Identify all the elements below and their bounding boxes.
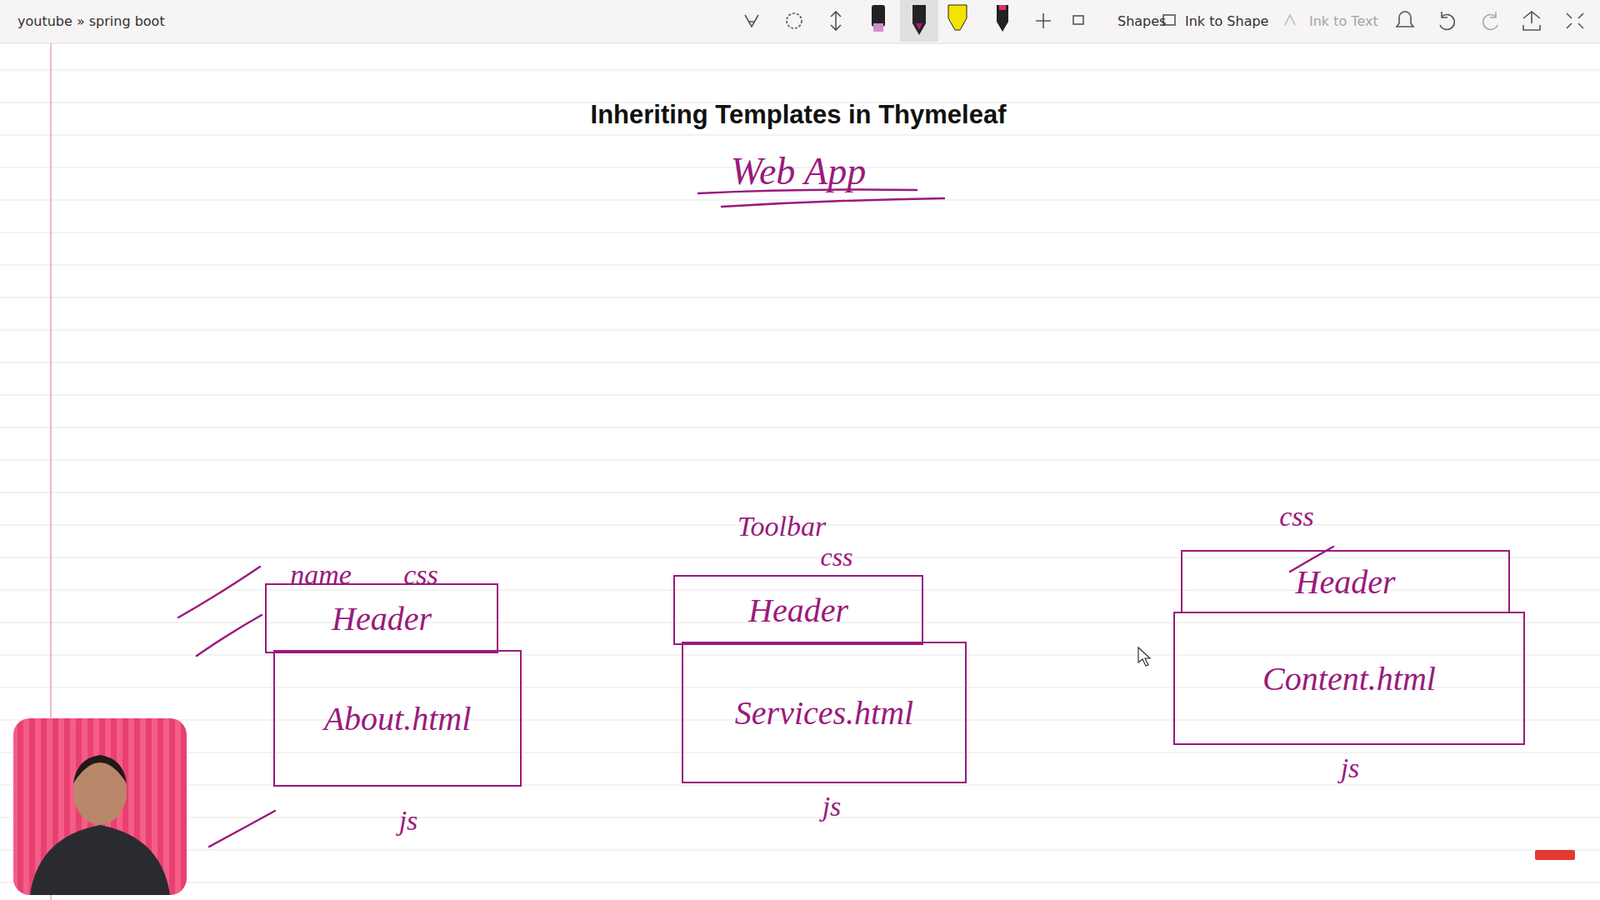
- handwritten-note: js: [399, 805, 419, 837]
- space-icon: [830, 11, 841, 30]
- ruled-lines: [0, 70, 1600, 883]
- handwritten-note: name: [290, 559, 352, 591]
- rule-line: [0, 200, 1600, 201]
- rule-line: [0, 460, 1600, 461]
- node-label: Header: [331, 599, 432, 639]
- spacer: [1036, 15, 1044, 29]
- header-box: Header: [673, 575, 924, 645]
- toolbar-button: Ink to Text: [1309, 13, 1379, 30]
- toolbar-button: Ink to Shape: [1185, 13, 1269, 30]
- header-box: Header: [1180, 550, 1510, 614]
- underline: [721, 198, 945, 207]
- pen-magenta: [912, 5, 926, 35]
- redo-icon: [1483, 11, 1498, 30]
- rule-line: [0, 135, 1600, 136]
- collapse-icon: [1566, 13, 1584, 29]
- rule-line: [0, 427, 1600, 429]
- presenter-hair: [73, 755, 127, 784]
- rule-line: [0, 362, 1600, 364]
- page-box: Content.html: [1173, 611, 1525, 745]
- webcam-background: [13, 718, 187, 895]
- breadcrumb: youtube » spring boot: [17, 13, 165, 30]
- toolbar-button: Shapes: [1117, 13, 1166, 30]
- check-mark: [196, 615, 262, 656]
- check-mark: [178, 566, 260, 618]
- toolbar: [0, 0, 1600, 44]
- handwritten-note: css: [403, 559, 439, 591]
- rule-line: [0, 752, 1600, 754]
- pen-cap: [999, 5, 1006, 10]
- select-icon: [786, 13, 802, 29]
- toolbar-icons: [745, 11, 1584, 30]
- handwritten-note: Toolbar: [737, 510, 826, 543]
- lasso-icon: [745, 15, 759, 27]
- share-icon: [1523, 11, 1540, 30]
- toolbar-border: [0, 43, 1600, 45]
- rule-line: [0, 330, 1600, 331]
- presenter-body: [30, 825, 170, 895]
- rule-line: [0, 882, 1600, 884]
- page-box: Services.html: [681, 641, 967, 784]
- bell-icon: [1396, 11, 1414, 27]
- page-box: About.html: [273, 650, 522, 787]
- pens: [871, 5, 1009, 35]
- rule-line: [0, 265, 1600, 266]
- handwritten-note: js: [1340, 752, 1360, 785]
- node-label: Content.html: [1262, 659, 1436, 699]
- shapes-icon: [1073, 15, 1084, 25]
- rule-line: [0, 395, 1600, 396]
- highlighter-yellow: [948, 5, 967, 30]
- rule-line: [0, 232, 1600, 234]
- ink-strokes: [178, 190, 1334, 848]
- webcam-overlay: [13, 718, 187, 895]
- handwritten-note: js: [822, 790, 842, 823]
- rule-line: [0, 70, 1600, 71]
- rule-line: [0, 785, 1600, 786]
- page-title: Inheriting Templates in Thymeleaf: [590, 100, 1007, 130]
- ink-to-text-icon: [1285, 15, 1295, 25]
- handwritten-note: css: [820, 541, 853, 573]
- check-mark: [209, 810, 275, 847]
- rule-line: [0, 817, 1600, 819]
- add-icon: [1035, 13, 1051, 29]
- subscribe-badge: [1535, 850, 1575, 860]
- pen-tip: [873, 23, 884, 32]
- node-label: Header: [1295, 562, 1396, 602]
- rule-line: [0, 492, 1600, 494]
- undo-icon: [1440, 11, 1455, 30]
- selected-pen-bg: [900, 0, 939, 42]
- mouse-cursor: [1138, 647, 1150, 666]
- node-label: Header: [748, 590, 849, 630]
- node-label: About.html: [324, 699, 472, 739]
- curtain: [13, 718, 187, 895]
- rule-line: [0, 655, 1600, 656]
- node-label: Services.html: [735, 693, 914, 733]
- pen-tip: [915, 23, 923, 30]
- handwritten-note: css: [1279, 500, 1315, 533]
- header-box: Header: [265, 583, 499, 654]
- rule-line: [0, 850, 1600, 851]
- handwritten-heading: Web App: [730, 149, 866, 194]
- rule-line: [0, 557, 1600, 559]
- pen-red: [996, 5, 1009, 32]
- rule-line: [0, 297, 1600, 299]
